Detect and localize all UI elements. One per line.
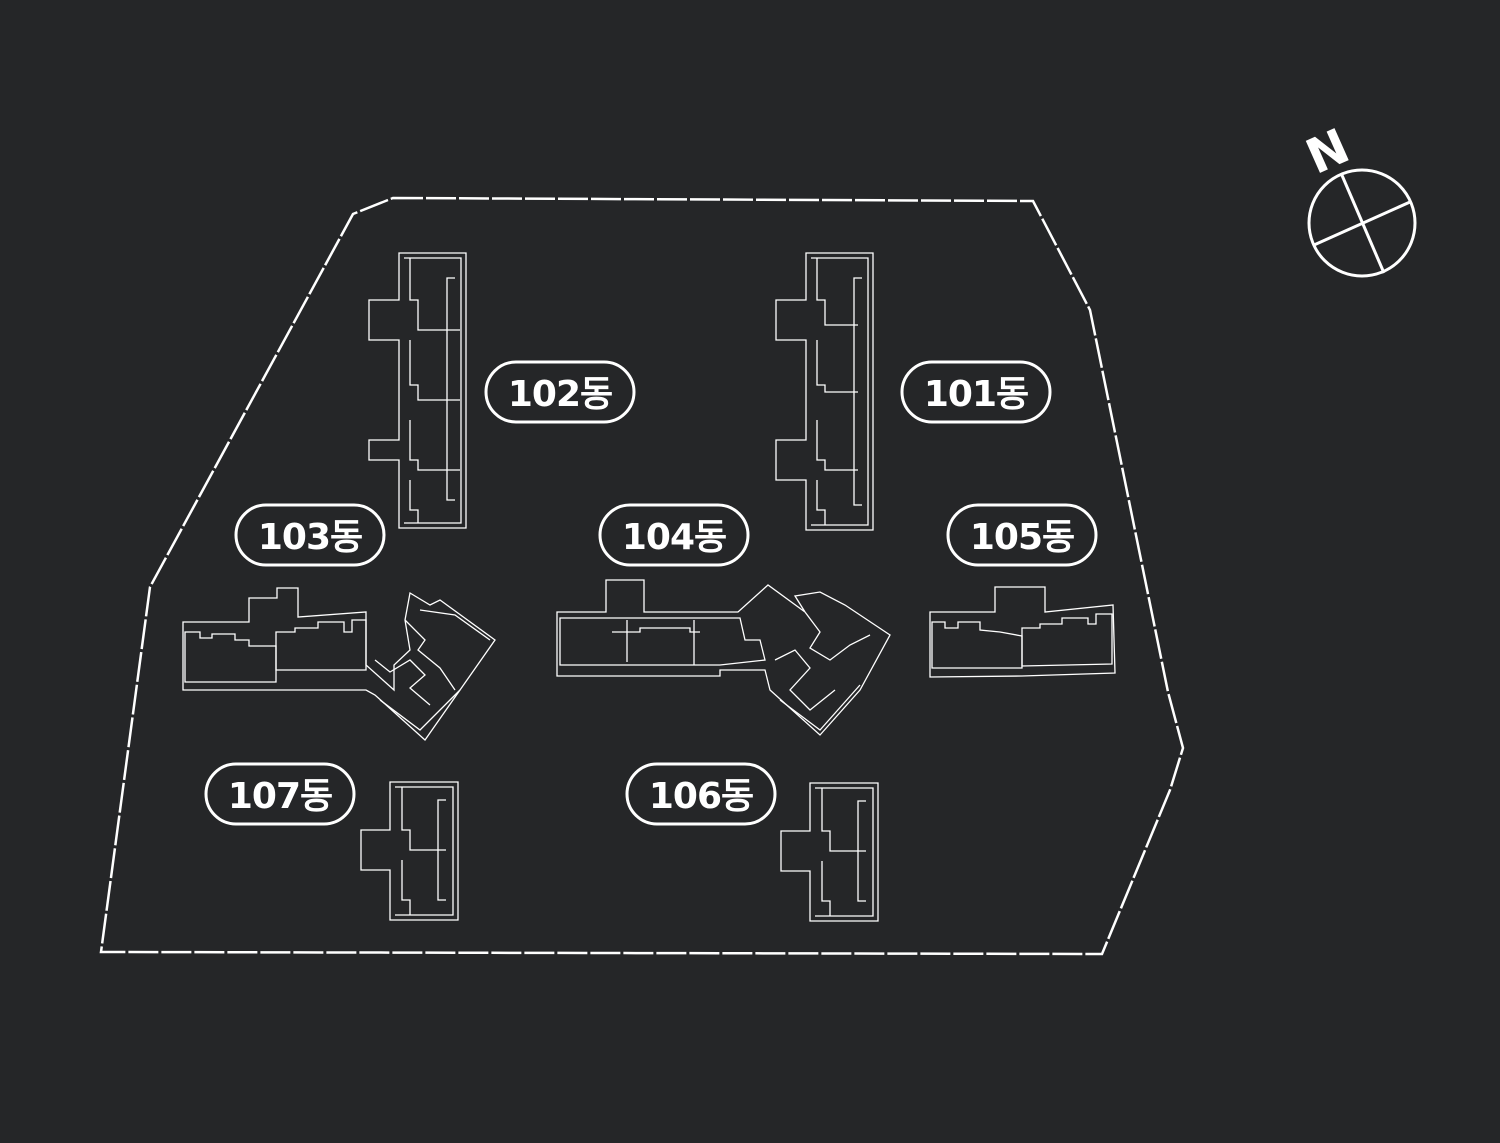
building-105-highlight-right bbox=[1021, 613, 1113, 667]
building-103-mark bbox=[248, 652, 256, 656]
building-101[interactable] bbox=[775, 252, 874, 531]
building-103-highlight-left bbox=[184, 631, 277, 683]
building-label-107[interactable]: 107동 bbox=[204, 762, 356, 826]
building-105[interactable] bbox=[929, 586, 1116, 678]
svg-text:103동: 103동 bbox=[258, 517, 362, 558]
building-label-106[interactable]: 106동 bbox=[625, 762, 777, 826]
svg-text:102동: 102동 bbox=[508, 374, 612, 415]
svg-text:107동: 107동 bbox=[228, 776, 332, 817]
svg-text:106동: 106동 bbox=[649, 776, 753, 817]
site-boundary bbox=[99, 196, 1185, 956]
compass-circle bbox=[1307, 168, 1417, 278]
building-103-mark bbox=[296, 642, 304, 646]
svg-text:101동: 101동 bbox=[924, 374, 1028, 415]
building-label-103[interactable]: 103동 bbox=[234, 503, 386, 567]
building-104[interactable] bbox=[556, 579, 891, 736]
building-105-mark bbox=[1043, 639, 1051, 643]
svg-text:105동: 105동 bbox=[970, 517, 1074, 558]
building-107[interactable] bbox=[360, 781, 459, 921]
building-label-105[interactable]: 105동 bbox=[946, 503, 1098, 567]
building-102[interactable] bbox=[368, 252, 467, 529]
building-106[interactable] bbox=[780, 782, 879, 922]
compass: N bbox=[1298, 118, 1417, 278]
building-105-mark bbox=[994, 640, 1002, 644]
north-arrow-icon: N bbox=[1298, 118, 1357, 185]
building-103-highlight-right bbox=[275, 619, 367, 671]
building-105-highlight-left bbox=[931, 621, 1023, 669]
building-label-104[interactable]: 104동 bbox=[598, 503, 750, 567]
building-103[interactable] bbox=[182, 587, 496, 741]
svg-text:104동: 104동 bbox=[622, 517, 726, 558]
building-label-102[interactable]: 102동 bbox=[484, 360, 636, 424]
building-label-101[interactable]: 101동 bbox=[900, 360, 1052, 424]
compass-line-ew bbox=[1313, 200, 1411, 247]
